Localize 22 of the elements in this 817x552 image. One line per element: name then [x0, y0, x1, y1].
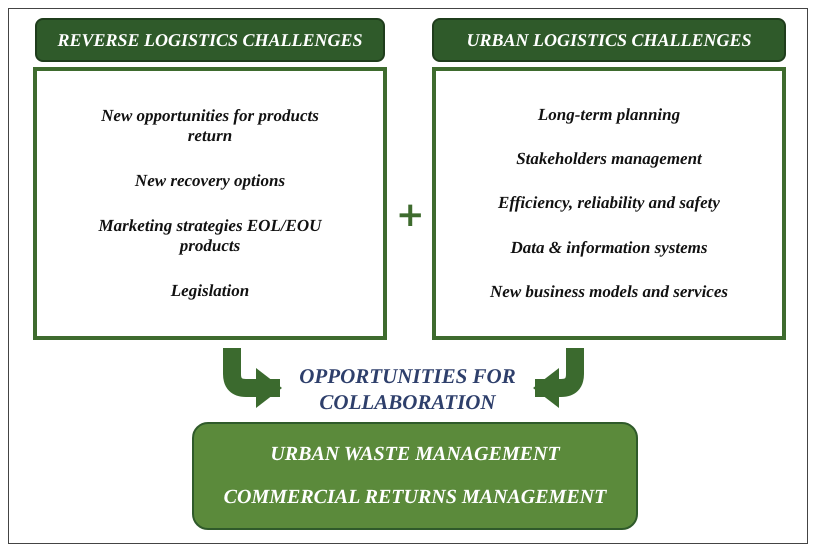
node-text: New opportunities for products return: [100, 106, 320, 146]
curved-arrow: [223, 348, 282, 408]
node-text: Stakeholders management: [516, 149, 702, 170]
node-text: Legislation: [170, 281, 250, 301]
curved-arrow: [533, 348, 584, 408]
heading-box: [35, 18, 385, 62]
node-text: Data & information systems: [510, 238, 708, 258]
result-box: [192, 422, 638, 530]
node-text: COMMERCIAL RETURNS MANAGEMENT: [224, 486, 606, 509]
heading-box: [432, 18, 786, 62]
heading-text: URBAN LOGISTICS CHALLENGES: [466, 30, 752, 50]
node-text: URBAN WASTE MANAGEMENT: [270, 443, 560, 466]
node-text: Long-term planning: [538, 105, 680, 126]
node-text: New business models and services: [490, 282, 728, 302]
list-box: [432, 67, 786, 340]
node-text: Marketing strategies EOL/EOU products: [97, 216, 323, 256]
heading-text: REVERSE LOGISTICS CHALLENGES: [57, 30, 363, 50]
node-text: Efficiency, reliability and safety: [498, 193, 720, 214]
node-text: OPPORTUNITIES FOR COLLABORATION: [298, 363, 517, 415]
plus-sign: +: [396, 198, 424, 232]
list-box: [33, 67, 387, 340]
node-text: New recovery options: [134, 171, 286, 191]
